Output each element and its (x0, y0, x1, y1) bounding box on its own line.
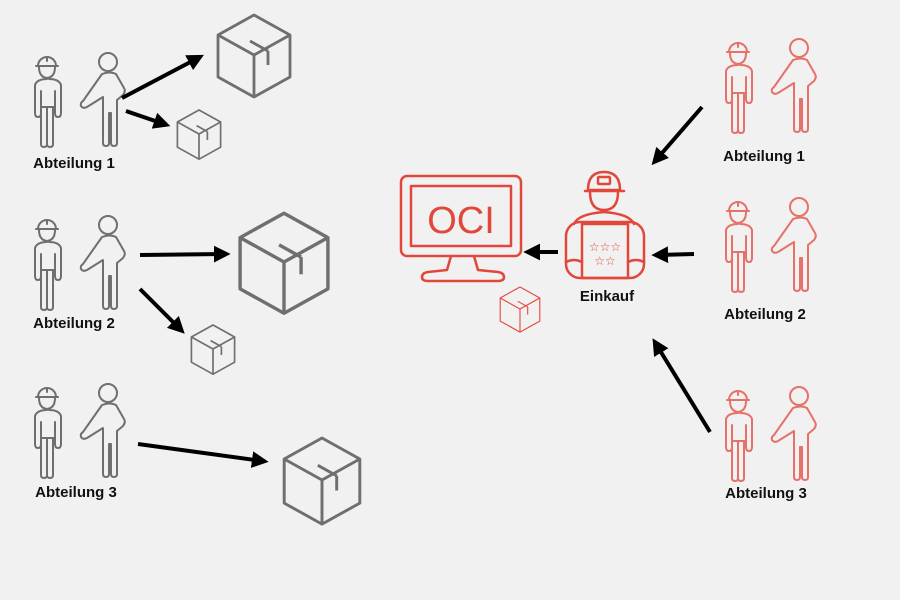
svg-text:☆☆☆: ☆☆☆ (589, 240, 621, 254)
arrow-a3-large (137, 442, 269, 468)
monitor-text: OCI (427, 200, 495, 242)
arrow-r1-to-einkauf (651, 105, 704, 166)
monitor-icon (399, 174, 523, 283)
stars-icon: ☆☆☆ ☆☆ (589, 240, 621, 268)
workers-icon-left-2 (34, 215, 126, 311)
workers-icon-left-3 (34, 383, 126, 479)
label-left-abteilung-3: Abteilung 3 (35, 484, 117, 501)
workers-icon-right-2 (725, 197, 817, 293)
label-right-abteilung-3: Abteilung 3 (725, 485, 807, 502)
workers-icon-left-1 (34, 52, 126, 148)
arrow-a2-small (138, 287, 185, 334)
small-box-icon-2 (190, 324, 236, 376)
small-box-icon-center (499, 286, 541, 333)
arrow-a2-large (139, 245, 231, 263)
svg-text:☆☆: ☆☆ (594, 254, 616, 268)
label-left-abteilung-1: Abteilung 1 (33, 155, 115, 172)
workers-icon-right-3 (725, 386, 817, 482)
label-einkauf: Einkauf (579, 288, 635, 305)
label-left-abteilung-2: Abteilung 2 (33, 315, 115, 332)
arrow-r3-to-einkauf (652, 338, 712, 434)
small-box-icon-1 (176, 109, 222, 161)
arrow-a1-large (121, 54, 204, 100)
large-box-icon-3 (282, 436, 362, 526)
workers-icon-right-1 (725, 38, 817, 134)
label-right-abteilung-1: Abteilung 1 (723, 148, 805, 165)
large-box-icon-2 (238, 211, 330, 315)
purchaser-icon (564, 170, 646, 280)
arrow-r2-to-einkauf (651, 246, 695, 264)
label-right-abteilung-2: Abteilung 2 (724, 306, 806, 323)
arrow-a1-small (125, 109, 171, 129)
large-box-icon-1 (216, 13, 292, 99)
